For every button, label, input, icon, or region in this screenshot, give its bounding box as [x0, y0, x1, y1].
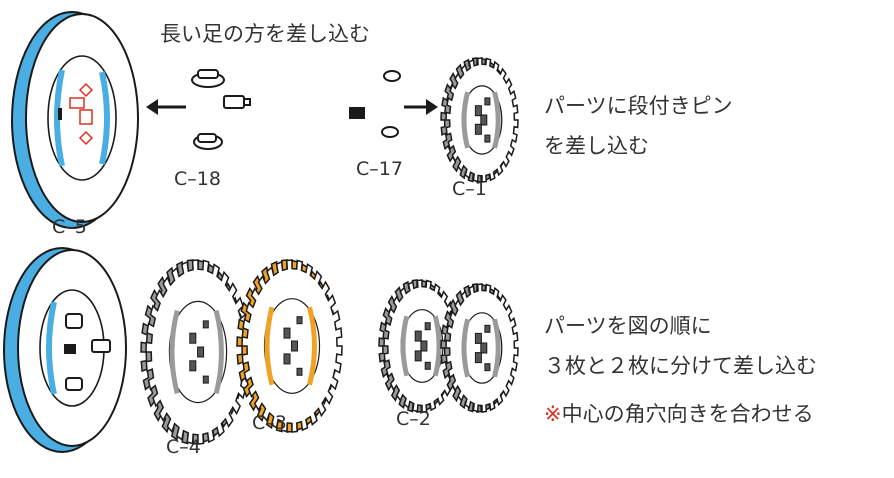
note-mark: ※: [544, 402, 562, 426]
top-caption: 長い足の方を差し込む: [160, 22, 370, 46]
step1-line1: パーツに段付きピン: [544, 94, 733, 118]
note-text: 中心の角穴向きを合わせる: [561, 402, 814, 426]
label-c2: C–2: [396, 408, 431, 430]
part-c4-gear: [140, 259, 251, 445]
arrow-left-icon: [146, 99, 186, 115]
part-c3-gear: [236, 259, 343, 433]
part-c17-pins: [349, 70, 401, 138]
label-c18: C–18: [174, 168, 221, 190]
part-c1-gear: [440, 57, 519, 183]
part-c5-disc-assembled: [3, 247, 127, 453]
step2-line1: パーツを図の順に: [544, 314, 712, 338]
step1-line2: を差し込む: [544, 134, 649, 158]
note-line: ※中心の角穴向きを合わせる: [544, 398, 814, 428]
label-c4: C–4: [166, 436, 201, 458]
step2-line2: ３枚と２枚に分けて差し込む: [544, 354, 817, 378]
arrow-right-icon: [404, 99, 438, 115]
label-c3: C–3: [252, 412, 287, 434]
part-c18-pins: [191, 69, 251, 150]
part-c5-disc: [11, 11, 139, 229]
label-c1: C–1: [452, 178, 487, 200]
part-c2-gear-front: [378, 279, 461, 413]
part-c2-gear-back: [440, 283, 519, 413]
label-c17: C–17: [356, 158, 403, 180]
label-c5: C–5: [52, 216, 87, 238]
